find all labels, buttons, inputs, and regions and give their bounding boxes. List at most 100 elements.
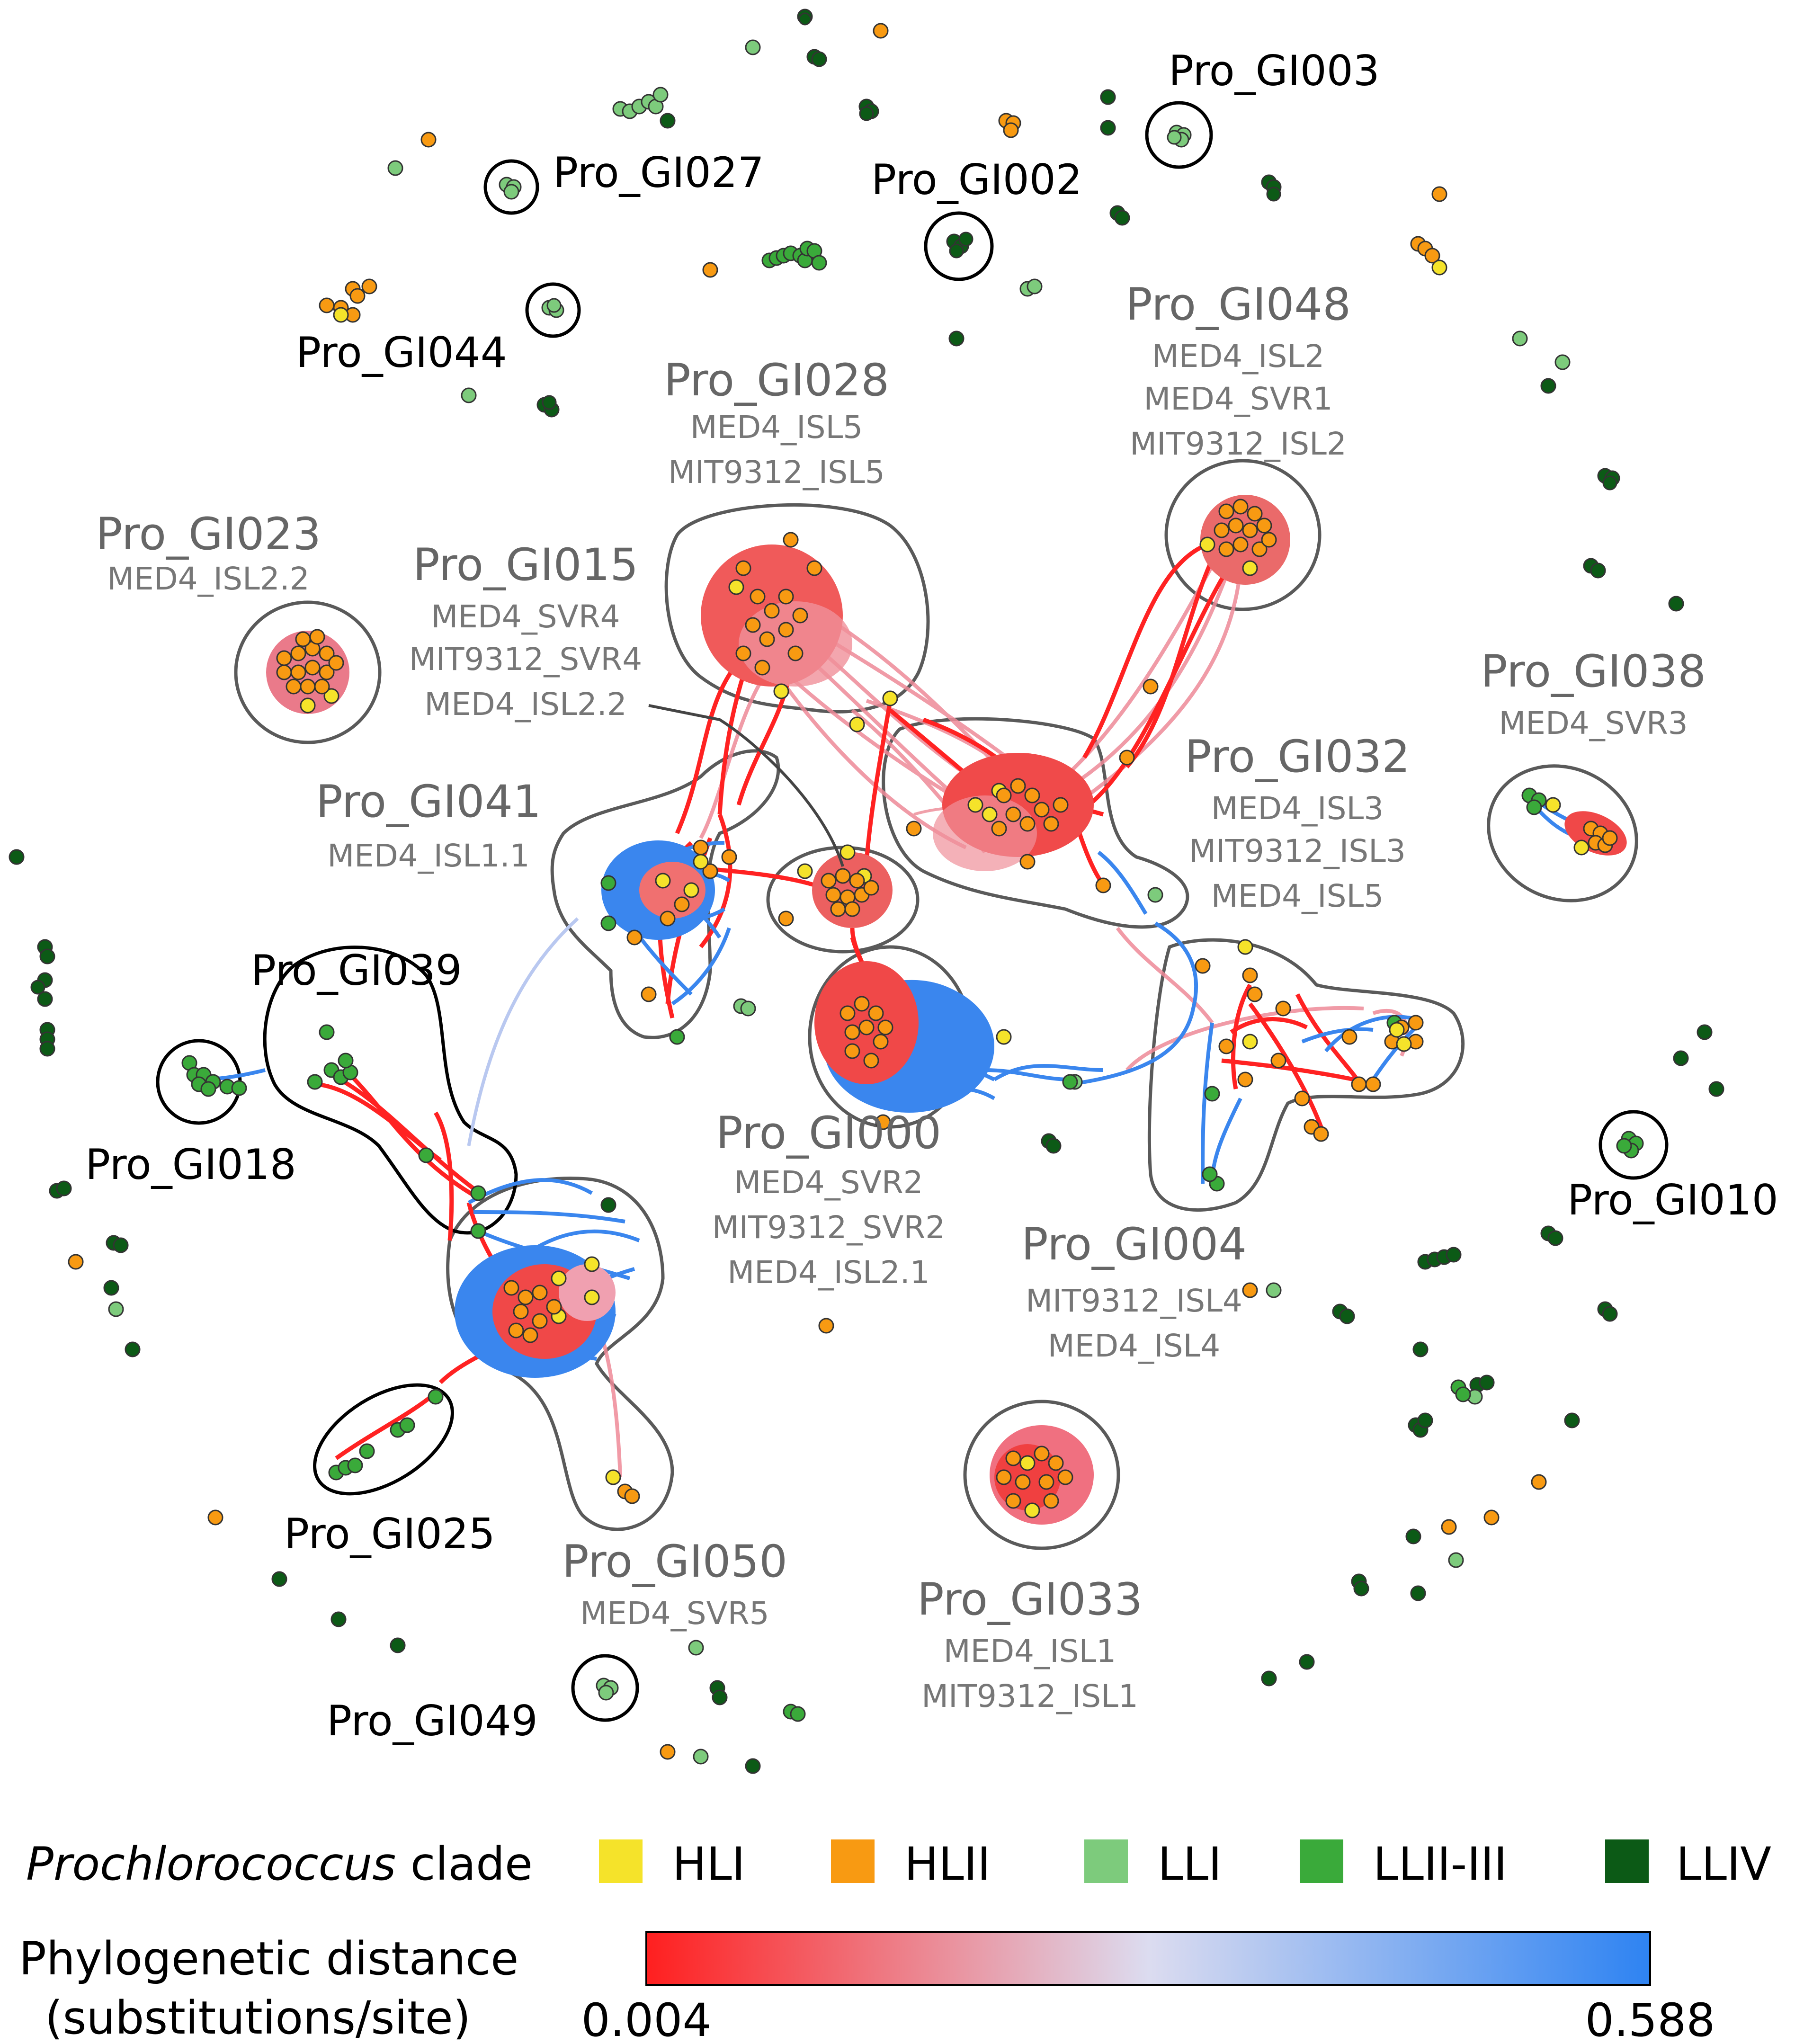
svg-text:HLI: HLI (672, 1838, 745, 1891)
lliv-swatch (1605, 1839, 1649, 1883)
svg-text:Pro_GI033: Pro_GI033 (917, 1574, 1143, 1625)
outline-gi025 (313, 1383, 454, 1496)
hull-gi032 (882, 717, 1189, 929)
svg-text:MED4_SVR2: MED4_SVR2 (734, 1164, 923, 1201)
clade-legend-item-hli: HLI (599, 1838, 745, 1891)
svg-text:MED4_ISL2: MED4_ISL2 (1152, 338, 1325, 375)
nodes-HLI (300, 259, 1590, 1518)
lli-swatch (1084, 1839, 1128, 1883)
clade-legend-item-lli: LLI (1084, 1838, 1222, 1891)
label-gi028: Pro_GI028 MED4_ISL5 MIT9312_ISL5 (664, 355, 889, 491)
highlight-outlines (156, 101, 1669, 1722)
gi015-leader-line (648, 704, 844, 867)
clade-legend-item-hlii: HLII (831, 1838, 991, 1891)
svg-text:MED4_ISL3: MED4_ISL3 (1211, 790, 1384, 827)
svg-text:MED4_ISL5: MED4_ISL5 (690, 409, 863, 446)
nodes-LLI (108, 39, 1571, 1765)
clade-legend-item-llii-iii: LLII-III (1300, 1838, 1507, 1891)
label-gi041: Pro_GI041 MED4_ISL1.1 (316, 776, 541, 874)
svg-text:MIT9312_ISL4: MIT9312_ISL4 (1026, 1283, 1242, 1319)
nodes-cluster-HLII (276, 499, 1618, 1509)
svg-text:MIT9312_ISL5: MIT9312_ISL5 (668, 454, 885, 491)
hull-gi023 (234, 600, 382, 744)
label-gi044: Pro_GI044 (296, 328, 507, 377)
label-gi002: Pro_GI002 (871, 155, 1082, 204)
svg-text:MIT9312_ISL3: MIT9312_ISL3 (1189, 833, 1406, 869)
svg-text:MIT9312_SVR2: MIT9312_SVR2 (712, 1209, 946, 1246)
svg-text:MED4_ISL5: MED4_ISL5 (1211, 878, 1384, 914)
svg-text:MED4_SVR3: MED4_SVR3 (1499, 705, 1688, 741)
outline-gi002 (924, 211, 994, 281)
svg-text:MED4_SVR1: MED4_SVR1 (1143, 381, 1332, 417)
label-gi004: Pro_GI004 MIT9312_ISL4 MED4_ISL4 (1021, 1219, 1247, 1364)
clade-legend-item-lliv: LLIV (1605, 1838, 1771, 1891)
svg-text:MED4_ISL4: MED4_ISL4 (1048, 1328, 1221, 1364)
label-gi010: Pro_GI010 (1567, 1176, 1778, 1224)
label-gi027: Pro_GI027 (553, 148, 764, 197)
label-gi000: Pro_GI000 MED4_SVR2 MIT9312_SVR2 MED4_IS… (712, 1107, 946, 1291)
label-gi050: Pro_GI050 MED4_SVR5 (562, 1536, 787, 1632)
network-nodes (9, 9, 1724, 1774)
llii-iii-swatch (1300, 1839, 1343, 1883)
svg-text:Pro_GI038: Pro_GI038 (1481, 646, 1706, 697)
svg-text:MIT9312_SVR4: MIT9312_SVR4 (409, 641, 643, 678)
svg-text:MED4_ISL2.2: MED4_ISL2.2 (107, 561, 310, 597)
label-gi023: Pro_GI023 MED4_ISL2.2 (96, 509, 321, 597)
svg-text:MIT9312_ISL1: MIT9312_ISL1 (921, 1678, 1138, 1714)
svg-text:Pro_GI000: Pro_GI000 (716, 1107, 941, 1159)
svg-text:Pro_GI015: Pro_GI015 (413, 539, 638, 591)
label-gi032: Pro_GI032 MED4_ISL3 MIT9312_ISL3 MED4_IS… (1185, 731, 1410, 914)
outline-gi003 (1145, 101, 1213, 169)
svg-text:MED4_ISL1: MED4_ISL1 (944, 1633, 1116, 1669)
hull-gi033 (963, 1400, 1120, 1550)
distance-max-label: 0.588 (1585, 1994, 1715, 2044)
svg-text:LLI: LLI (1158, 1838, 1222, 1891)
svg-text:HLII: HLII (904, 1838, 991, 1891)
outline-gi027 (483, 159, 539, 215)
legend: Prochlorococcus clade HLI HLII LLI LLII-… (19, 1838, 1771, 2044)
island-hulls (234, 459, 1638, 1550)
distance-legend-title-line1: Phylogenetic distance (19, 1932, 518, 1985)
svg-text:Pro_GI041: Pro_GI041 (316, 776, 541, 828)
label-gi003: Pro_GI003 (1169, 46, 1380, 95)
distance-legend-title-line2: (substitutions/site) (45, 1991, 471, 2044)
hull-gi048 (1164, 459, 1322, 611)
outline-gi039 (263, 946, 518, 1235)
label-gi048: Pro_GI048 MED4_ISL2 MED4_SVR1 MIT9312_IS… (1125, 279, 1351, 462)
distance-colorbar (645, 1931, 1651, 1986)
label-gi015: Pro_GI015 MED4_SVR4 MIT9312_SVR4 MED4_IS… (409, 539, 643, 723)
hlii-swatch (831, 1839, 875, 1883)
hull-gi038 (1487, 764, 1638, 902)
svg-text:Pro_GI028: Pro_GI028 (664, 355, 889, 406)
hli-swatch (599, 1839, 643, 1883)
outline-gi044 (525, 282, 581, 338)
label-gi038: Pro_GI038 MED4_SVR3 (1481, 646, 1706, 741)
nodes-LLII-III (181, 241, 1644, 1722)
label-gi025: Pro_GI025 (284, 1509, 495, 1558)
outline-gi049 (571, 1654, 639, 1722)
label-gi049: Pro_GI049 (327, 1696, 538, 1745)
svg-text:Pro_GI023: Pro_GI023 (96, 509, 321, 560)
svg-text:Pro_GI004: Pro_GI004 (1021, 1219, 1247, 1270)
svg-text:LLII-III: LLII-III (1373, 1838, 1507, 1891)
label-gi033: Pro_GI033 MED4_ISL1 MIT9312_ISL1 (917, 1574, 1143, 1714)
hull-gi050 (446, 1177, 674, 1531)
distance-min-label: 0.004 (581, 1994, 712, 2044)
svg-text:Pro_GI050: Pro_GI050 (562, 1536, 787, 1588)
svg-text:MED4_ISL2.1: MED4_ISL2.1 (727, 1254, 930, 1291)
svg-text:LLIV: LLIV (1676, 1838, 1771, 1891)
svg-text:Pro_GI032: Pro_GI032 (1185, 731, 1410, 783)
clade-legend-title: Prochlorococcus clade (26, 1838, 533, 1891)
svg-text:MED4_ISL1.1: MED4_ISL1.1 (327, 838, 530, 874)
outline-gi010 (1599, 1110, 1669, 1180)
nodes-LLIV (9, 9, 1724, 1774)
hull-gi004 (1147, 938, 1465, 1212)
svg-text:MIT9312_ISL2: MIT9312_ISL2 (1130, 426, 1347, 462)
svg-text:MED4_SVR4: MED4_SVR4 (431, 598, 620, 635)
label-gi039: Pro_GI039 (251, 946, 462, 995)
island-labels: Pro_GI003 Pro_GI027 Pro_GI002 Pro_GI044 … (85, 46, 1778, 1745)
svg-text:MED4_ISL2.2: MED4_ISL2.2 (424, 686, 627, 723)
svg-text:Pro_GI048: Pro_GI048 (1125, 279, 1351, 330)
svg-text:MED4_SVR5: MED4_SVR5 (580, 1595, 769, 1632)
